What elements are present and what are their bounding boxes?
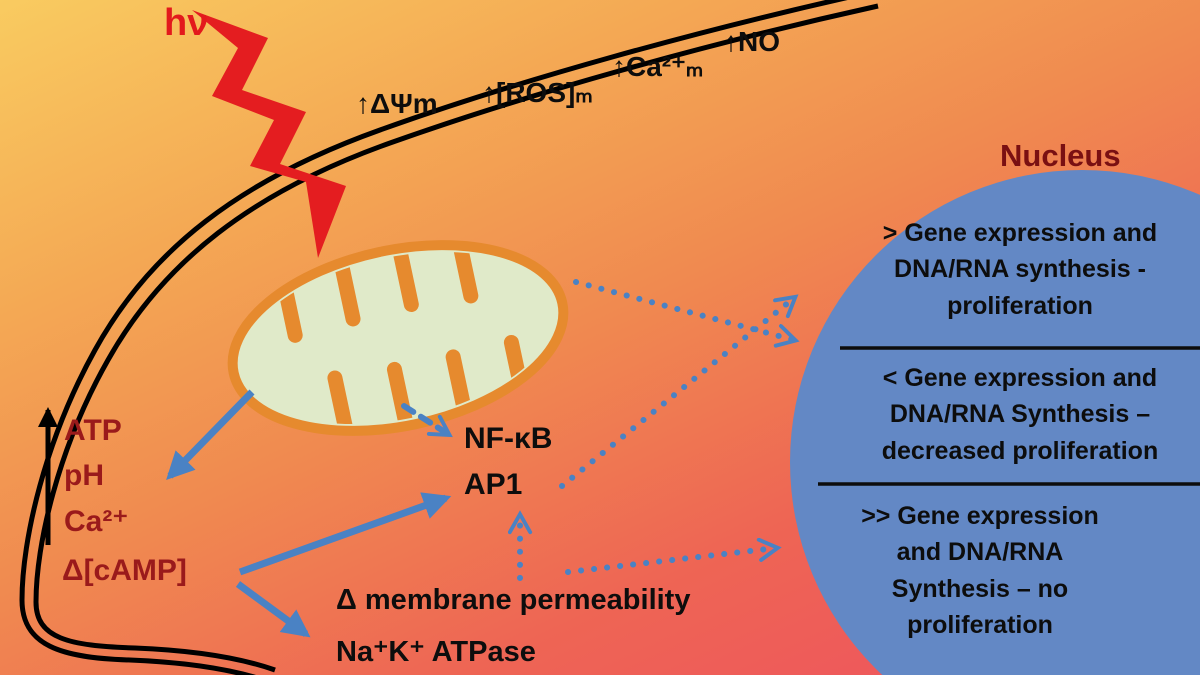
- cytosol-atp-label: ATP: [64, 414, 122, 447]
- nucleus-outcome-proliferation: > Gene expression and DNA/RNA synthesis …: [882, 219, 1158, 320]
- cell-membrane: [19, 0, 879, 675]
- arrow-mito-to-nucleus: [573, 279, 794, 340]
- cytosol-ca-label: Ca²⁺: [64, 505, 129, 538]
- membrane-permeability-label: Δ membrane permeability: [336, 584, 691, 616]
- signal-no: ↑NO: [724, 26, 780, 57]
- signal-ros-m: ↑[ROS]ₘ: [482, 77, 593, 108]
- arrow-camp-to-ap1: [238, 492, 452, 576]
- ap1-label: AP1: [464, 468, 523, 501]
- na-k-atpase-label: Na⁺K⁺ ATPase: [336, 636, 536, 668]
- light-bolt-icon: [192, 10, 346, 258]
- light-stimulus-label: hν: [164, 2, 209, 44]
- nfkb-label: NF-κB: [464, 422, 553, 455]
- solid-signal-arrows: [166, 389, 452, 638]
- arrow-camp-to-atpase: [235, 581, 311, 638]
- nucleus-body: [790, 170, 1200, 675]
- arrow-mito-to-nfkb: [401, 403, 448, 434]
- arrow-ap1-to-nucleus: [559, 298, 794, 489]
- nucleus-outcome-decreased-proliferation: < Gene expression and DNA/RNA Synthesis …: [881, 364, 1159, 465]
- cytosol-camp-label: Δ[cAMP]: [62, 554, 187, 587]
- signal-delta-psi-m: ↑ΔΨm: [356, 88, 438, 119]
- dotted-signal-arrows: [401, 279, 794, 581]
- nucleus-outcome-no-proliferation: >> Gene expression and DNA/RNA Synthesis…: [861, 502, 1099, 639]
- nucleus-title: Nucleus: [1000, 138, 1121, 173]
- arrow-permeability-to-nucleus: [565, 548, 776, 575]
- signal-ca-m: ↑Ca²⁺ₘ: [612, 51, 704, 82]
- cytosol-ph-label: pH: [64, 459, 104, 492]
- arrow-mito-to-cytosol: [166, 389, 255, 481]
